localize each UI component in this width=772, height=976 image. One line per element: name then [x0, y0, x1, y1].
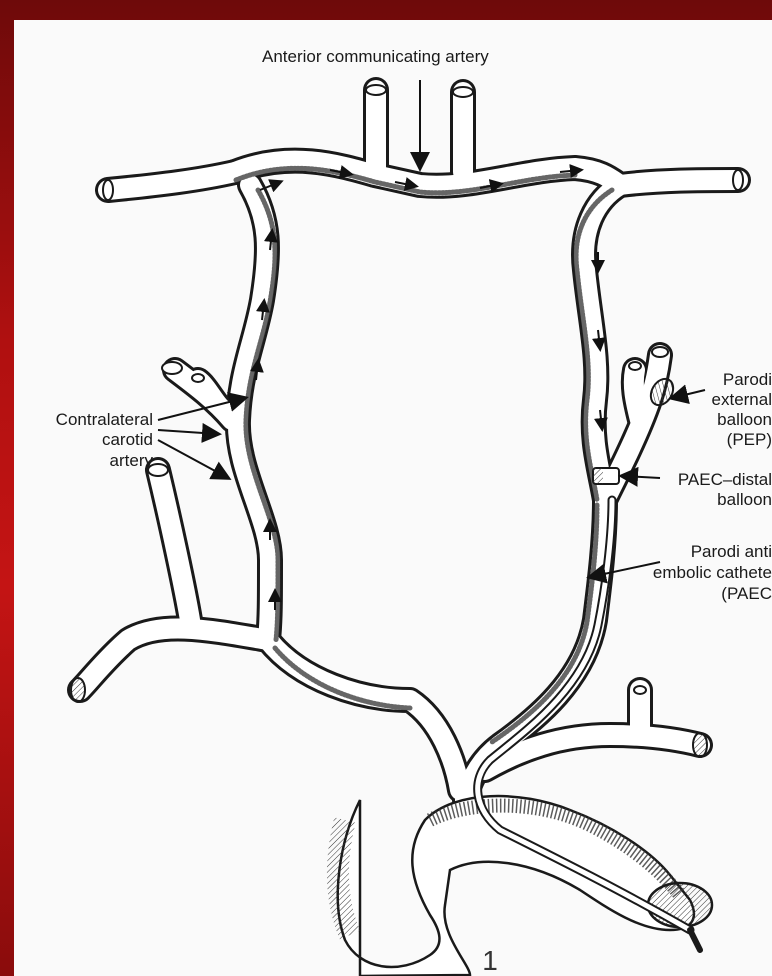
vessel-network — [71, 85, 743, 800]
right-subclavian-end-cap — [693, 733, 707, 757]
paec-label-line-3: (PAEC — [721, 584, 772, 603]
right-mca-end-cap — [733, 170, 743, 190]
pep-label-line-1: Parodi — [723, 370, 772, 389]
vascular-diagram: Anterior communicating artery Contralate… — [14, 20, 772, 976]
left-acom-end-cap — [366, 85, 386, 95]
left-subclavian-end-cap — [71, 678, 85, 702]
left-mca-end-cap — [103, 180, 113, 200]
right-acom-end-cap — [453, 87, 473, 97]
paec-distal-balloon — [593, 468, 619, 484]
contralateral-label-line-3: artery — [110, 451, 154, 470]
annotation-arrows — [158, 80, 705, 577]
right-eca-small-end-cap — [629, 362, 641, 370]
paec-label-line-2: embolic cathete — [653, 563, 772, 582]
pep-label-line-3: balloon — [717, 410, 772, 429]
paec-label-line-1: Parodi anti — [691, 542, 772, 561]
pep-pointer-arrow — [672, 390, 705, 398]
contralateral-pointer-arrow-2 — [158, 430, 218, 434]
aortic-arch — [338, 796, 712, 976]
pep-label-line-2: external — [712, 390, 772, 409]
diagram-sheet: Anterior communicating artery Contralate… — [14, 20, 772, 976]
right-eca-end-cap — [652, 347, 668, 357]
contralateral-label-line-2: carotid — [102, 430, 153, 449]
paec-distal-label-line-2: balloon — [717, 490, 772, 509]
paec-distal-label-line-1: PAEC–distal — [678, 470, 772, 489]
left-eca-small-end-cap — [192, 374, 204, 382]
contralateral-label-line-1: Contralateral — [56, 410, 153, 429]
acom-label: Anterior communicating artery — [262, 47, 489, 66]
page-number: 1 — [482, 945, 498, 976]
left-eca-end-cap — [162, 362, 182, 374]
flow-arrows — [256, 170, 602, 610]
right-vertebral-end-cap — [634, 686, 646, 694]
pep-label-line-4: (PEP) — [727, 430, 772, 449]
